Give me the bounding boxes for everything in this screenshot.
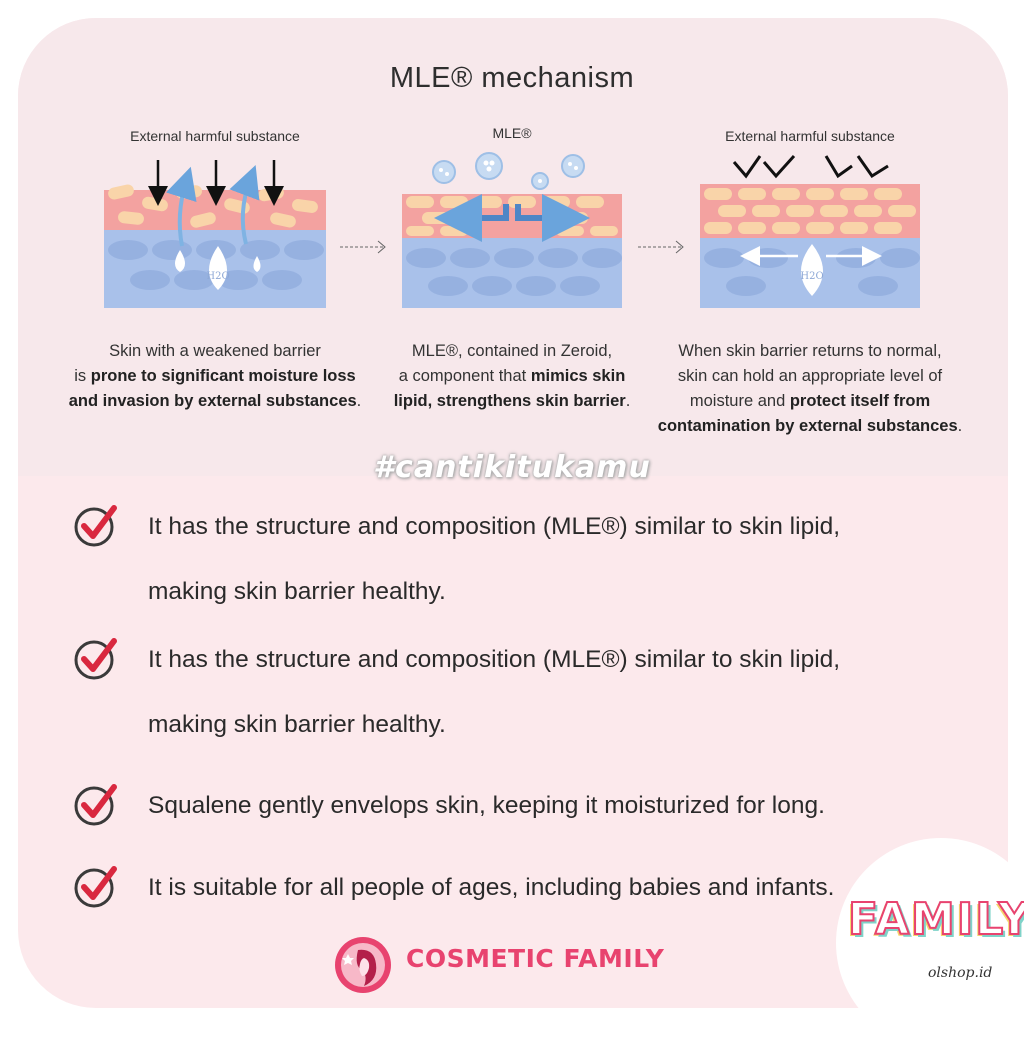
benefit-3: Squalene gently envelops skin, keeping i… bbox=[148, 792, 825, 819]
family-watermark-word: FAMILY bbox=[847, 893, 1024, 946]
brand-name: COSMETIC FAMILY bbox=[406, 944, 665, 973]
benefit-2-line-2: making skin barrier healthy. bbox=[148, 711, 446, 738]
water-drop-label: H2O bbox=[206, 271, 229, 282]
page-title: MLE® mechanism bbox=[389, 62, 635, 94]
panel-2-skin-illustration bbox=[402, 152, 622, 308]
panel-3-caption: When skin barrier returns to normal, ski… bbox=[657, 342, 963, 435]
transition-arrow-1-icon bbox=[340, 240, 386, 254]
check-circle-icon bbox=[74, 866, 117, 908]
panel-1-label: External harmful substance bbox=[130, 128, 300, 144]
check-circle-icon bbox=[74, 505, 117, 547]
benefit-4: It is suitable for all people of ages, i… bbox=[148, 874, 835, 901]
panel-2-caption: MLE®, contained in Zeroid, a component t… bbox=[393, 342, 631, 410]
panel-3-label: External harmful substance bbox=[725, 128, 895, 144]
panel-3-skin-illustration: H2O bbox=[700, 154, 920, 308]
skin-diagram: H2O bbox=[104, 152, 920, 308]
water-drop-label: H2O bbox=[800, 271, 823, 282]
hashtag-watermark: #cantikitukamu bbox=[373, 450, 651, 485]
mle-molecules-icon bbox=[432, 152, 585, 190]
benefit-2-line-1: It has the structure and composition (ML… bbox=[148, 646, 841, 673]
check-circle-icon bbox=[74, 784, 117, 826]
bounced-arrows-icon bbox=[732, 154, 889, 179]
family-watermark-sub: olshop.id bbox=[928, 965, 993, 981]
check-circle-icon bbox=[74, 638, 117, 680]
transition-arrow-2-icon bbox=[638, 240, 684, 254]
benefit-1-line-2: making skin barrier healthy. bbox=[148, 578, 446, 605]
benefit-1-line-1: It has the structure and composition (ML… bbox=[148, 513, 841, 540]
family-watermark-badge bbox=[836, 838, 1024, 1048]
panel-2-label: MLE® bbox=[492, 125, 532, 141]
panel-1-skin-illustration: H2O bbox=[104, 160, 326, 308]
panel-1-caption: Skin with a weakened barrier is prone to… bbox=[68, 342, 362, 410]
brand-logo-icon bbox=[335, 937, 391, 993]
